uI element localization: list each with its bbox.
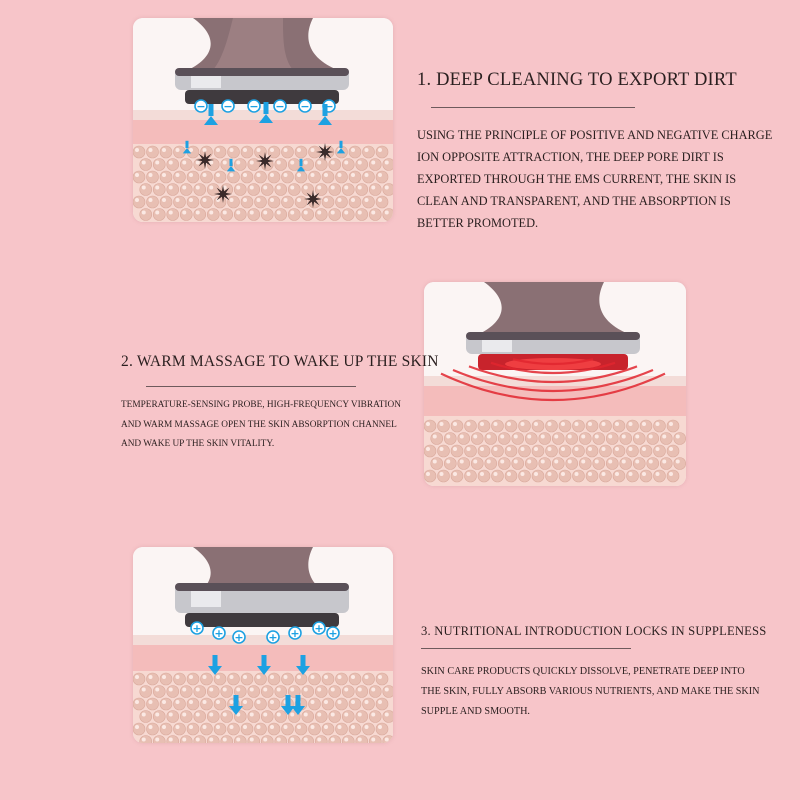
- nutrient-introduction-illustration: + + + + + + +: [133, 547, 393, 743]
- svg-text:+: +: [290, 627, 299, 640]
- section-1-heading: 1. DEEP CLEANING TO EXPORT DIRT: [417, 70, 737, 90]
- svg-text:−: −: [196, 100, 205, 113]
- dirt-particles: [196, 143, 334, 208]
- section-3-heading: 3. NUTRITIONAL INTRODUCTION LOCKS IN SUP…: [421, 624, 767, 638]
- beauty-device-icon: [175, 547, 349, 627]
- svg-text:+: +: [234, 631, 243, 644]
- deep-cleaning-svg: −−−−−−: [133, 18, 393, 222]
- nutrient-introduction-svg: + + + + + + +: [133, 547, 393, 743]
- svg-text:+: +: [214, 627, 223, 640]
- beauty-device-icon: [466, 282, 640, 370]
- svg-text:−: −: [223, 100, 232, 113]
- svg-text:−: −: [249, 100, 258, 113]
- section-2-heading: 2. WARM MASSAGE TO WAKE UP THE SKIN: [121, 353, 439, 370]
- warm-massage-illustration: [424, 282, 686, 486]
- section-1-divider: [431, 107, 635, 108]
- svg-text:+: +: [328, 627, 337, 640]
- svg-text:−: −: [300, 100, 309, 113]
- svg-text:+: +: [268, 631, 277, 644]
- svg-text:+: +: [314, 622, 323, 635]
- warm-massage-svg: [424, 282, 686, 486]
- svg-text:−: −: [324, 100, 333, 113]
- deep-cleaning-illustration: −−−−−−: [133, 18, 393, 222]
- svg-text:−: −: [275, 100, 284, 113]
- section-3-divider: [421, 648, 631, 649]
- section-2-description: TEMPERATURE-SENSING PROBE, HIGH-FREQUENC…: [121, 400, 401, 449]
- section-1-description: USING THE PRINCIPLE OF POSITIVE AND NEGA…: [417, 128, 773, 230]
- svg-text:+: +: [192, 622, 201, 635]
- beauty-device-icon: [175, 18, 349, 104]
- section-3-description: SKIN CARE PRODUCTS QUICKLY DISSOLVE, PEN…: [421, 666, 760, 717]
- section-2-divider: [146, 386, 356, 387]
